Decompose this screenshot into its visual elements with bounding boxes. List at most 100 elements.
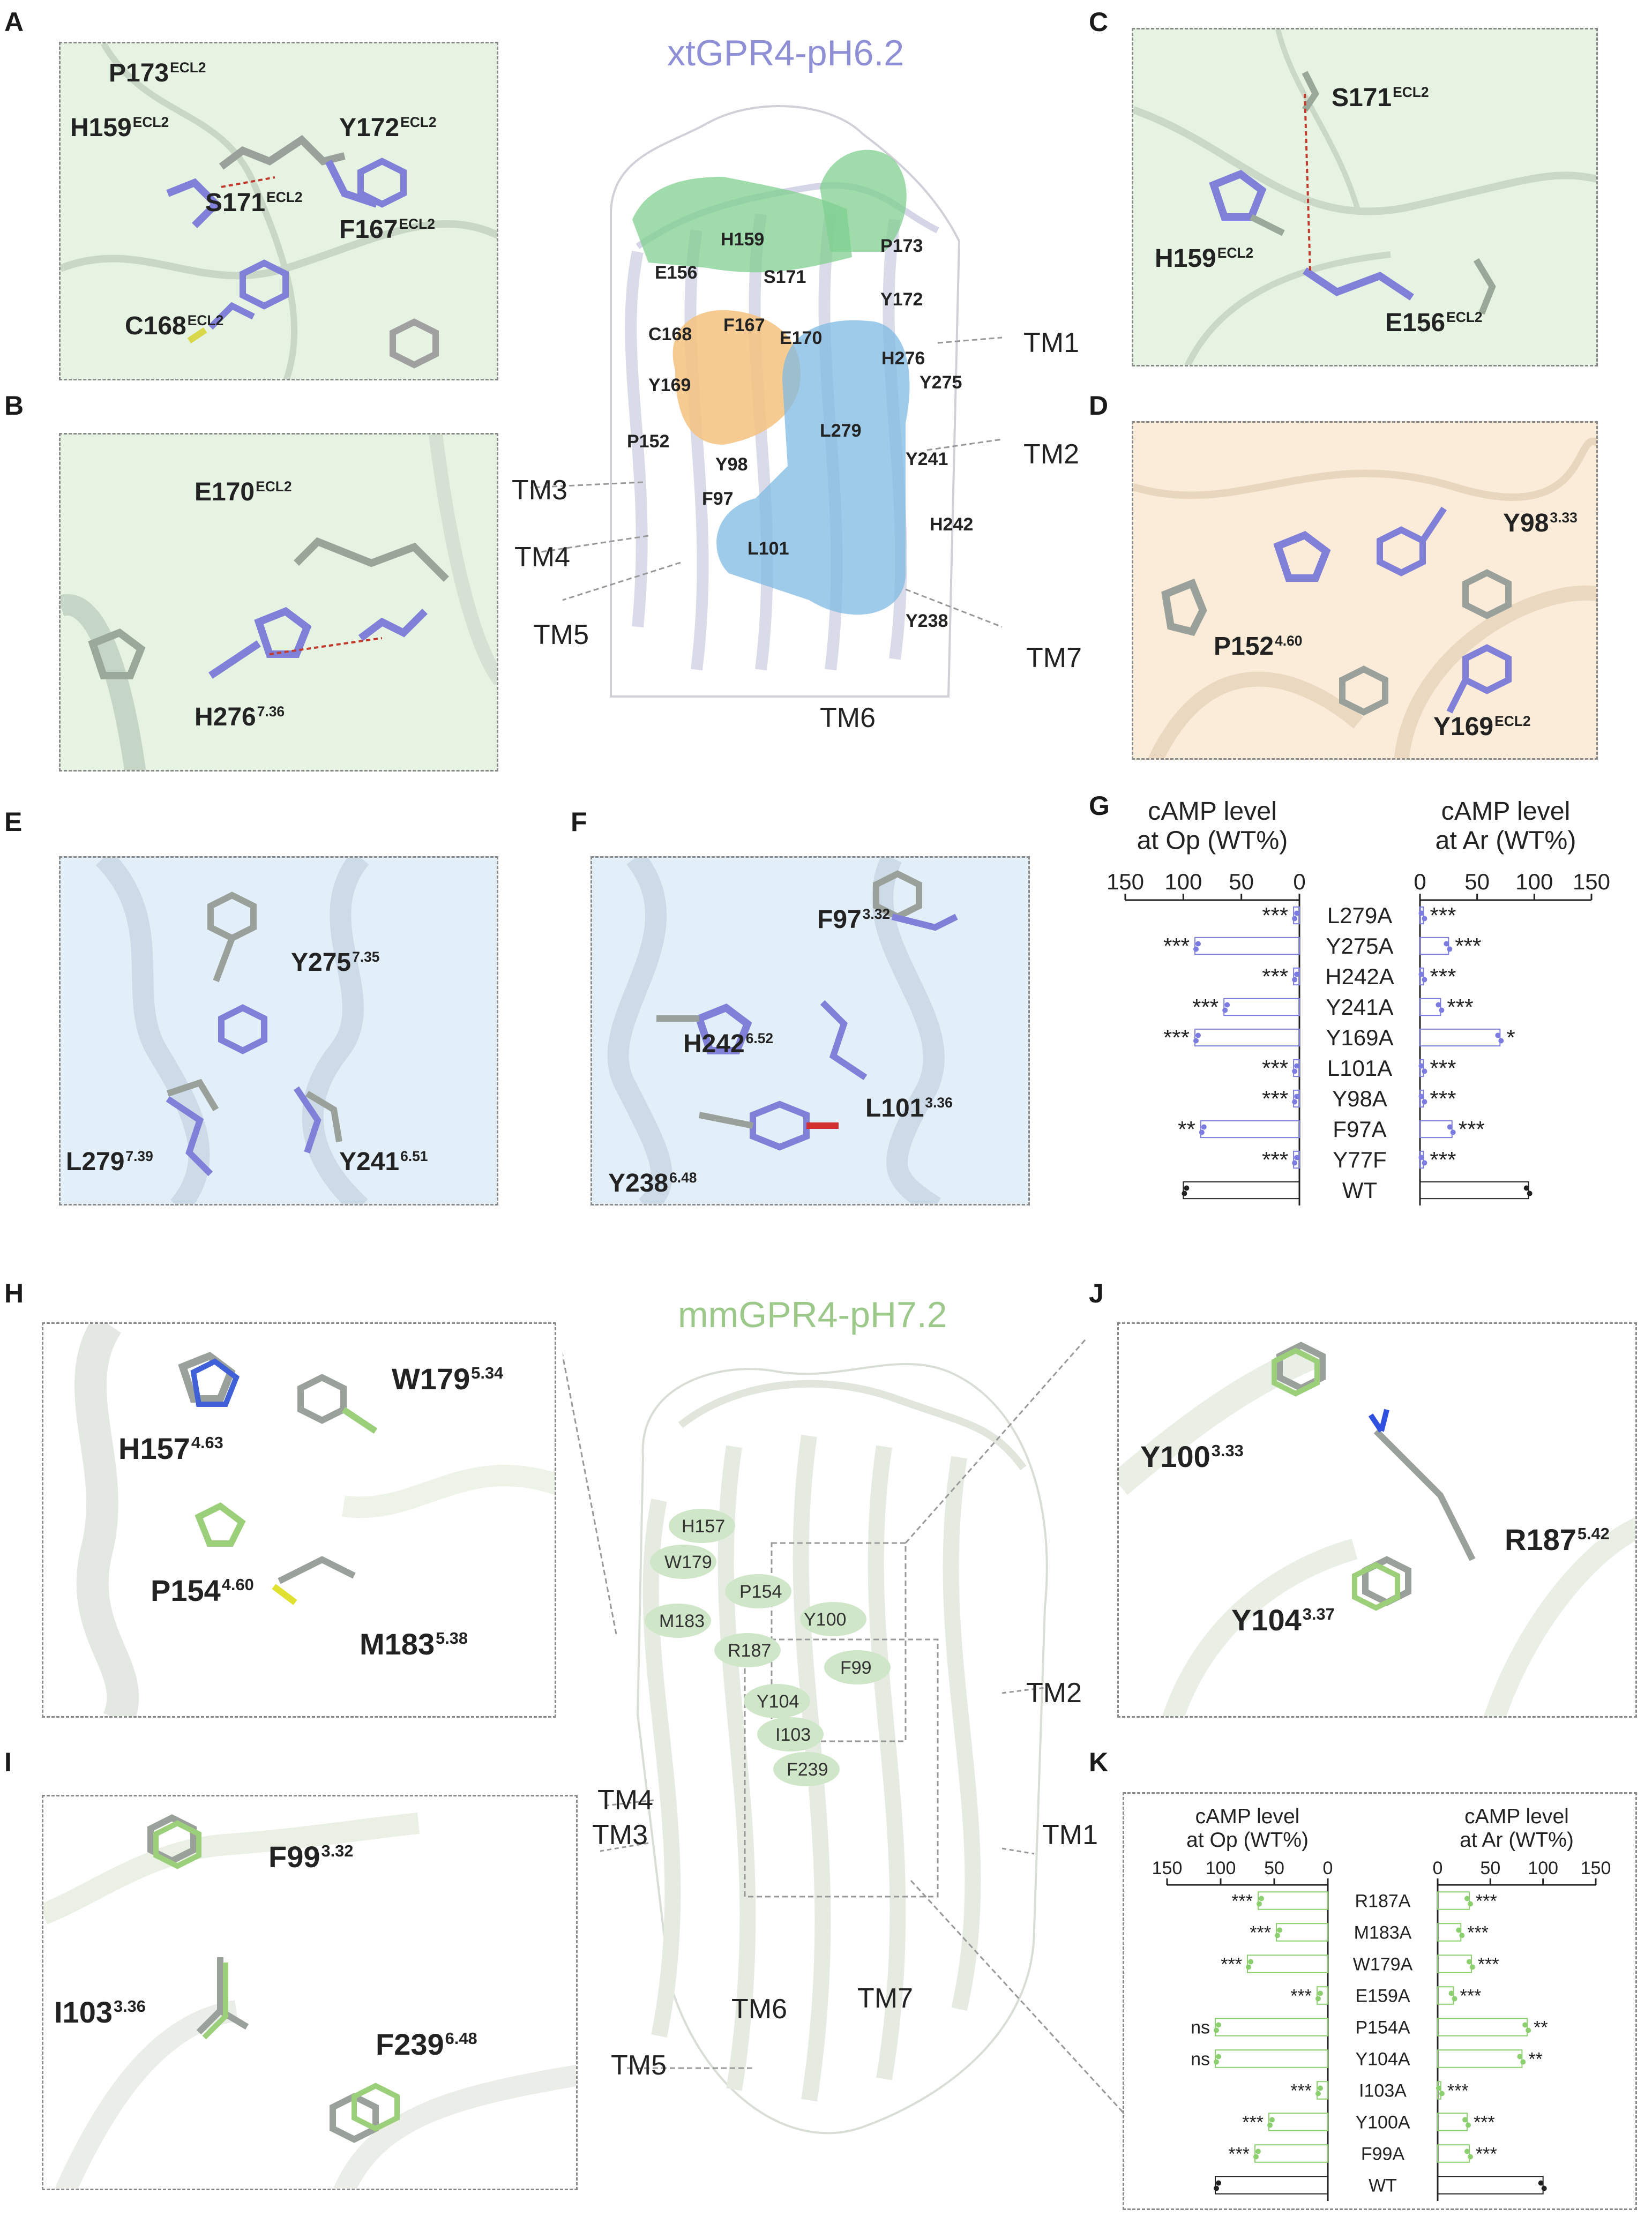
significance-label-right: *** xyxy=(1459,1117,1485,1142)
bar-left xyxy=(1293,906,1300,925)
x-tick-label-right: 0 xyxy=(1433,1858,1443,1878)
residue-label: W1795.34 xyxy=(392,1362,504,1396)
significance-label-left: *** xyxy=(1250,1922,1271,1943)
residue-label: F167ECL2 xyxy=(339,215,435,244)
data-point-right xyxy=(1526,2027,1531,2033)
significance-label-right: *** xyxy=(1447,994,1473,1020)
binding-site-label: E170 xyxy=(780,328,823,348)
data-point-left xyxy=(1199,1129,1205,1135)
binding-site-label: Y98 xyxy=(715,454,748,475)
data-point-right xyxy=(1422,1099,1427,1105)
binding-site-label: H242 xyxy=(930,514,974,535)
data-point-right xyxy=(1447,946,1453,952)
category-label: WT xyxy=(1342,1178,1377,1203)
x-tick-label-left: 0 xyxy=(1323,1858,1333,1878)
bar-right xyxy=(1437,2144,1470,2163)
residue-label: S171ECL2 xyxy=(205,189,303,217)
bar-right xyxy=(1437,1923,1462,1942)
residue-label: F973.32 xyxy=(817,905,891,934)
data-point-left xyxy=(1214,2027,1219,2033)
data-point-left xyxy=(1292,916,1298,922)
bar-left xyxy=(1317,2081,1328,2100)
data-point-right xyxy=(1468,2154,1473,2160)
data-point-left xyxy=(1248,1959,1253,1965)
data-point-right xyxy=(1523,1185,1529,1191)
data-point-left xyxy=(1253,2154,1259,2160)
data-point-right xyxy=(1418,971,1424,977)
bar-right xyxy=(1419,1120,1453,1139)
residue-label: H2767.36 xyxy=(195,703,285,731)
panel-a-structure xyxy=(61,43,497,379)
structure-title-top: xtGPR4-pH6.2 xyxy=(667,33,905,73)
tm-label: TM6 xyxy=(731,1994,787,2025)
data-point-right xyxy=(1418,1094,1424,1099)
chart-title-left: at Op (WT%) xyxy=(1137,826,1288,855)
bar-right xyxy=(1437,2176,1544,2195)
data-point-left xyxy=(1292,1099,1298,1105)
binding-site-label: Y275 xyxy=(920,372,962,393)
panel-label-a: A xyxy=(4,7,24,37)
data-point-left xyxy=(1222,1007,1228,1013)
binding-site-label: F167 xyxy=(723,315,765,335)
x-tick-label-right: 100 xyxy=(1528,1858,1558,1878)
category-label: E159A xyxy=(1355,1986,1410,2006)
binding-site-label: Y100 xyxy=(804,1609,847,1630)
tm-label: TM2 xyxy=(1026,1678,1082,1709)
data-point-right xyxy=(1498,1038,1504,1044)
residue-label: M1835.38 xyxy=(360,1627,468,1661)
category-label: F99A xyxy=(1361,2144,1405,2164)
bar-right xyxy=(1437,1891,1470,1910)
significance-label-right: *** xyxy=(1467,1922,1489,1943)
tm-label: TM4 xyxy=(514,542,570,573)
data-point-left xyxy=(1214,2059,1219,2065)
bar-left xyxy=(1194,937,1300,955)
category-label: R187A xyxy=(1355,1891,1411,1911)
panel-d: Y983.33 P1524.60 Y169ECL2 xyxy=(1132,421,1598,760)
residue-label: Y172ECL2 xyxy=(339,114,437,142)
tm-label: TM2 xyxy=(1023,439,1079,470)
significance-label-left: *** xyxy=(1290,2080,1312,2101)
category-label: Y77F xyxy=(1333,1147,1386,1172)
category-label: L279A xyxy=(1327,903,1392,928)
bar-left xyxy=(1223,998,1300,1016)
chart-title-left: cAMP level xyxy=(1195,1805,1300,1828)
chart-title-right: cAMP level xyxy=(1464,1805,1569,1828)
chart-title-right: at Ar (WT%) xyxy=(1436,826,1576,855)
chart-title-right: at Ar (WT%) xyxy=(1460,1829,1574,1852)
category-label: P154A xyxy=(1355,2017,1410,2038)
bar-left xyxy=(1194,1028,1300,1047)
tm-label: TM1 xyxy=(1042,1819,1098,1851)
data-point-right xyxy=(1468,1901,1473,1907)
data-point-right xyxy=(1522,2022,1528,2028)
data-point-right xyxy=(1469,1964,1475,1970)
significance-label-left: ** xyxy=(1178,1117,1195,1142)
binding-site-label: M183 xyxy=(659,1611,705,1631)
significance-label-left: *** xyxy=(1163,933,1190,959)
binding-site-label: C168 xyxy=(648,324,692,345)
residue-label: E170ECL2 xyxy=(195,478,292,506)
top-structure-view xyxy=(530,105,1003,698)
category-label: F97A xyxy=(1333,1117,1386,1142)
bar-right xyxy=(1419,998,1441,1016)
tm-label: TM7 xyxy=(857,1983,913,2014)
significance-label-right: *** xyxy=(1474,2112,1495,2132)
binding-site-label: H159 xyxy=(721,229,765,250)
data-point-left xyxy=(1195,1032,1201,1038)
significance-label-right: *** xyxy=(1447,2080,1469,2101)
significance-label-left: *** xyxy=(1262,1147,1288,1172)
data-point-right xyxy=(1422,1160,1427,1166)
significance-label-right: *** xyxy=(1430,903,1456,928)
data-point-left xyxy=(1257,1901,1262,1907)
data-point-left xyxy=(1216,2022,1221,2028)
bar-left xyxy=(1200,1120,1300,1139)
bar-left xyxy=(1258,1891,1328,1910)
panel-b: E170ECL2 H2767.36 xyxy=(59,433,498,772)
data-point-left xyxy=(1216,2180,1221,2186)
residue-label: P1524.60 xyxy=(1214,632,1303,661)
significance-label-right: *** xyxy=(1430,1086,1456,1111)
bar-right xyxy=(1419,1028,1501,1047)
panel-j: Y1003.33 R1875.42 Y1043.37 xyxy=(1117,1322,1637,1718)
data-point-left xyxy=(1182,1190,1187,1196)
data-point-left xyxy=(1275,1933,1280,1938)
panel-f-structure xyxy=(607,858,958,1204)
